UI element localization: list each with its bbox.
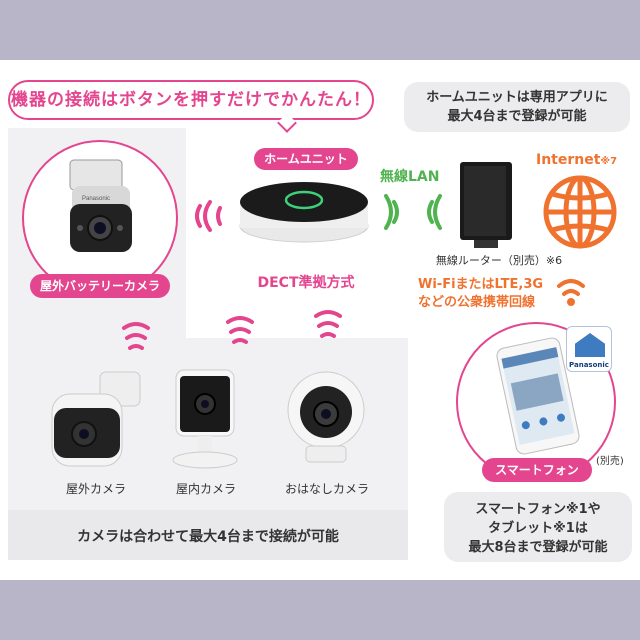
mobile-network-line-1: Wi-FiまたはLTE,3G — [418, 277, 544, 292]
app-icon-brand-text: Panasonic — [569, 361, 609, 369]
dect-wave-2-icon — [222, 312, 258, 358]
info-smartphone: スマートフォン※1や タブレット※1は 最大8台まで登録が可能 — [444, 492, 632, 562]
info-smartphone-line-2: タブレット※1は — [488, 521, 588, 536]
camera-limit-text: カメラは合わせて最大4台まで接続が可能 — [77, 529, 339, 545]
camera-brand-text: Panasonic — [82, 196, 110, 202]
wireless-lan-label: 無線LAN — [380, 169, 440, 185]
info-home-unit-line-2: 最大4台まで登録が可能 — [447, 109, 587, 124]
camera-label-outdoor: 屋外カメラ — [65, 482, 126, 496]
internet-label: Internet※7 — [536, 152, 617, 168]
wifi-signal-icon — [378, 192, 448, 236]
info-home-unit: ホームユニットは専用アプリに 最大4台まで登録が可能 — [404, 82, 630, 132]
outdoor-battery-camera-label: 屋外バッテリーカメラ — [30, 274, 170, 298]
dect-wave-3-icon — [310, 306, 346, 352]
internet-note: ※7 — [600, 156, 618, 167]
info-home-unit-line-1: ホームユニットは専用アプリに — [426, 90, 608, 105]
mobile-network-line-2: などの公衆携帯回線 — [418, 295, 536, 310]
main-callout: 機器の接続はボタンを押すだけでかんたん！ — [8, 80, 374, 120]
info-smartphone-line-1: スマートフォン※1や — [475, 502, 601, 517]
bottom-band — [0, 580, 640, 640]
dect-label: DECT準拠方式 — [257, 275, 355, 291]
outdoor-camera-image — [46, 364, 156, 478]
top-band — [0, 0, 640, 60]
internet-text: Internet — [536, 152, 601, 168]
smartphone-note: (別売) — [596, 456, 624, 467]
camera-limit-bar — [8, 510, 408, 560]
outdoor-battery-camera-image: Panasonic — [66, 158, 136, 272]
router-label: 無線ルーター（別売）※6 — [435, 254, 563, 267]
home-unit-image — [234, 178, 374, 252]
info-smartphone-line-3: 最大8台まで登録が可能 — [468, 540, 608, 555]
app-icon-house-shape — [575, 333, 605, 357]
camera-label-talking: おはなしカメラ — [284, 482, 369, 496]
panasonic-app-icon: Panasonic — [566, 326, 612, 372]
dect-wave-left-icon — [186, 200, 232, 236]
smartphone-image — [488, 336, 588, 460]
globe-icon — [540, 172, 620, 256]
mobile-network-text: Wi-FiまたはLTE,3G などの公衆携帯回線 — [418, 276, 543, 312]
indoor-camera-image — [168, 366, 248, 480]
camera-label-indoor: 屋内カメラ — [175, 482, 236, 496]
router-image — [452, 160, 516, 256]
home-unit-label: ホームユニット — [254, 148, 358, 170]
smartphone-label: スマートフォン — [482, 458, 592, 482]
talking-camera-image — [282, 368, 372, 472]
dect-wave-1-icon — [118, 318, 154, 364]
mobile-signal-icon — [554, 272, 588, 314]
